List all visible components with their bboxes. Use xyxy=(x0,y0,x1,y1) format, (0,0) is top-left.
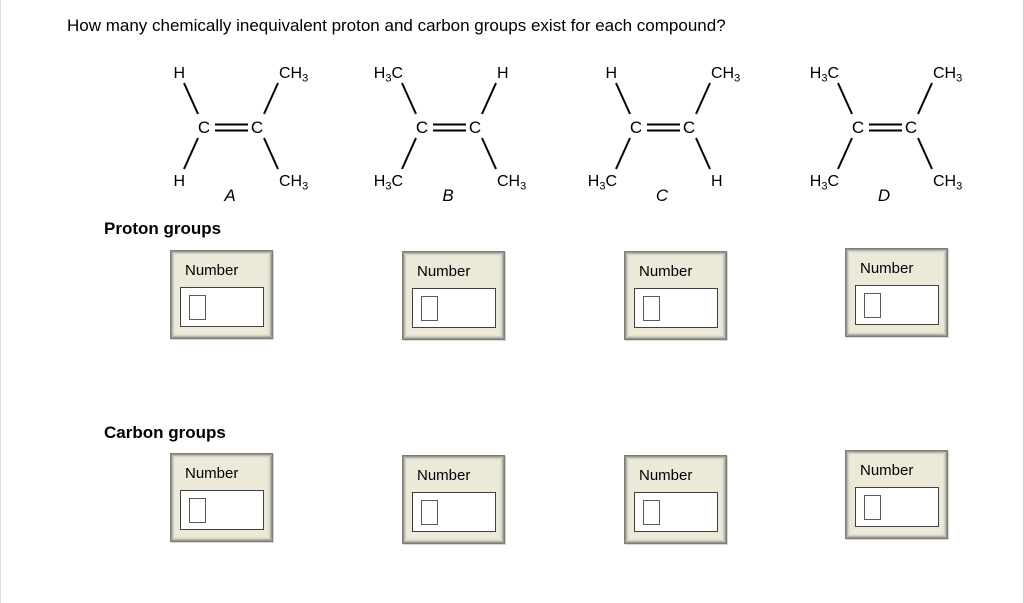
substituent-top-left: H xyxy=(173,65,185,82)
number-input-proton-c[interactable] xyxy=(634,288,718,328)
compound-letter-a: A xyxy=(223,186,235,205)
substituent-bottom-left: H xyxy=(173,173,185,190)
carbon-atom-left: C xyxy=(852,118,864,137)
substituent-top-left: H3C xyxy=(374,65,403,85)
substituent-bottom-left: H3C xyxy=(810,173,839,193)
bond-bottom-right xyxy=(263,137,279,170)
substituent-top-right: CH3 xyxy=(279,65,308,85)
number-box-proton-b: Number xyxy=(402,251,505,340)
bond-top-right xyxy=(263,82,279,115)
carbon-atom-right: C xyxy=(251,118,263,137)
carbon-atom-right: C xyxy=(469,118,481,137)
compound-letter-b: B xyxy=(442,186,453,205)
number-box-carbon-d: Number xyxy=(845,450,948,539)
compound-a-structure: C C H CH3 H CH3 A xyxy=(173,65,308,205)
substituent-bottom-right: CH3 xyxy=(279,173,308,193)
number-box-label: Number xyxy=(639,467,693,484)
bond-bottom-right xyxy=(695,137,711,170)
number-box-label: Number xyxy=(185,465,239,482)
substituent-top-right: CH3 xyxy=(711,65,740,85)
bond-bottom-right xyxy=(917,137,933,170)
bond-top-left xyxy=(615,82,631,115)
bond-top-left xyxy=(183,82,199,115)
carbon-atom-left: C xyxy=(198,118,210,137)
number-box-carbon-c: Number xyxy=(624,455,727,544)
proton-groups-heading: Proton groups xyxy=(104,219,222,238)
number-input-proton-d[interactable] xyxy=(855,285,939,325)
compound-b-structure: C C H3C H H3C CH3 B xyxy=(374,65,526,205)
empty-character-placeholder xyxy=(643,296,660,321)
empty-character-placeholder xyxy=(189,498,206,523)
number-input-carbon-d[interactable] xyxy=(855,487,939,527)
empty-character-placeholder xyxy=(864,495,881,520)
number-box-label: Number xyxy=(639,263,693,280)
substituent-top-left: H xyxy=(605,65,617,82)
number-input-carbon-a[interactable] xyxy=(180,490,264,530)
substituent-bottom-right: CH3 xyxy=(933,173,962,193)
empty-character-placeholder xyxy=(643,500,660,525)
carbon-atom-left: C xyxy=(416,118,428,137)
number-box-label: Number xyxy=(417,263,471,280)
bond-top-right xyxy=(917,82,933,115)
bond-bottom-right xyxy=(481,137,497,170)
compound-letter-d: D xyxy=(878,186,890,205)
bond-top-left xyxy=(401,82,417,115)
number-input-proton-b[interactable] xyxy=(412,288,496,328)
number-box-proton-d: Number xyxy=(845,248,948,337)
number-box-proton-c: Number xyxy=(624,251,727,340)
carbon-atom-left: C xyxy=(630,118,642,137)
compound-c-structure: C C H CH3 H3C H C xyxy=(588,65,740,205)
number-input-carbon-c[interactable] xyxy=(634,492,718,532)
bond-bottom-left xyxy=(837,137,853,170)
substituent-bottom-right: CH3 xyxy=(497,173,526,193)
substituent-bottom-left: H3C xyxy=(374,173,403,193)
carbon-atom-right: C xyxy=(683,118,695,137)
number-input-proton-a[interactable] xyxy=(180,287,264,327)
bond-top-left xyxy=(837,82,853,115)
page-title: How many chemically inequivalent proton … xyxy=(67,16,726,35)
substituent-bottom-left: H3C xyxy=(588,173,617,193)
bond-bottom-left xyxy=(401,137,417,170)
substituent-top-left: H3C xyxy=(810,65,839,85)
empty-character-placeholder xyxy=(421,500,438,525)
bond-top-right xyxy=(481,82,497,115)
number-box-carbon-b: Number xyxy=(402,455,505,544)
bond-bottom-left xyxy=(183,137,199,170)
compound-d-structure: C C H3C CH3 H3C CH3 D xyxy=(810,65,962,205)
substituent-top-right: CH3 xyxy=(933,65,962,85)
page-edge-left xyxy=(0,0,1,603)
number-box-carbon-a: Number xyxy=(170,453,273,542)
empty-character-placeholder xyxy=(189,295,206,320)
number-box-label: Number xyxy=(860,260,914,277)
carbon-atom-right: C xyxy=(905,118,917,137)
number-box-label: Number xyxy=(185,262,239,279)
empty-character-placeholder xyxy=(864,293,881,318)
carbon-groups-heading: Carbon groups xyxy=(104,423,226,442)
empty-character-placeholder xyxy=(421,296,438,321)
bond-bottom-left xyxy=(615,137,631,170)
number-box-label: Number xyxy=(860,462,914,479)
substituent-top-right: H xyxy=(497,65,509,82)
number-box-label: Number xyxy=(417,467,471,484)
number-box-proton-a: Number xyxy=(170,250,273,339)
number-input-carbon-b[interactable] xyxy=(412,492,496,532)
compound-letter-c: C xyxy=(656,186,669,205)
substituent-bottom-right: H xyxy=(711,173,723,190)
bond-top-right xyxy=(695,82,711,115)
